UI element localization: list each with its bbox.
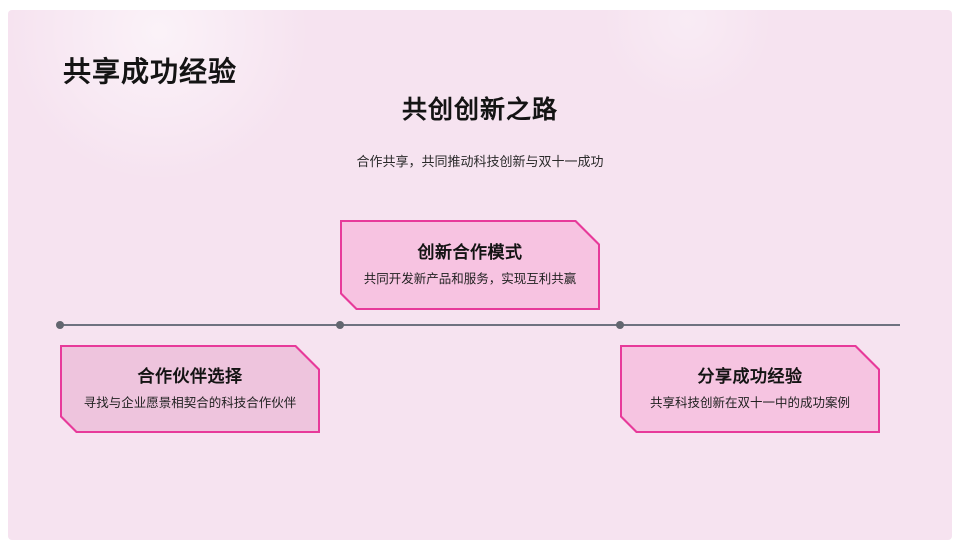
- timeline-dot-2: [336, 321, 344, 329]
- milestone-card-partner-selection[interactable]: 合作伙伴选择 寻找与企业愿景相契合的科技合作伙伴: [60, 345, 320, 433]
- milestone-desc: 共享科技创新在双十一中的成功案例: [649, 396, 850, 411]
- milestone-card-innovation-model-body: 创新合作模式 共同开发新产品和服务，实现互利共赢: [342, 222, 598, 308]
- timeline-line: [60, 324, 900, 326]
- milestone-card-share-success[interactable]: 分享成功经验 共享科技创新在双十一中的成功案例: [620, 345, 880, 433]
- page-title: 共享成功经验: [63, 56, 238, 87]
- slide: 共享成功经验 共创创新之路 合作共享，共同推动科技创新与双十一成功 创新合作模式…: [8, 10, 952, 540]
- milestone-card-share-success-body: 分享成功经验 共享科技创新在双十一中的成功案例: [622, 347, 878, 431]
- milestone-title: 分享成功经验: [697, 367, 803, 387]
- slide-heading: 共创创新之路: [401, 96, 558, 124]
- milestone-title: 创新合作模式: [417, 243, 523, 263]
- milestone-title: 合作伙伴选择: [137, 367, 243, 387]
- milestone-card-partner-selection-body: 合作伙伴选择 寻找与企业愿景相契合的科技合作伙伴: [62, 347, 318, 431]
- milestone-desc: 寻找与企业愿景相契合的科技合作伙伴: [83, 396, 297, 411]
- milestone-desc: 共同开发新产品和服务，实现互利共赢: [363, 272, 577, 287]
- slide-subtitle: 合作共享，共同推动科技创新与双十一成功: [356, 154, 604, 169]
- milestone-card-innovation-model[interactable]: 创新合作模式 共同开发新产品和服务，实现互利共赢: [340, 220, 600, 310]
- timeline-dot-3: [616, 321, 624, 329]
- timeline-dot-1: [56, 321, 64, 329]
